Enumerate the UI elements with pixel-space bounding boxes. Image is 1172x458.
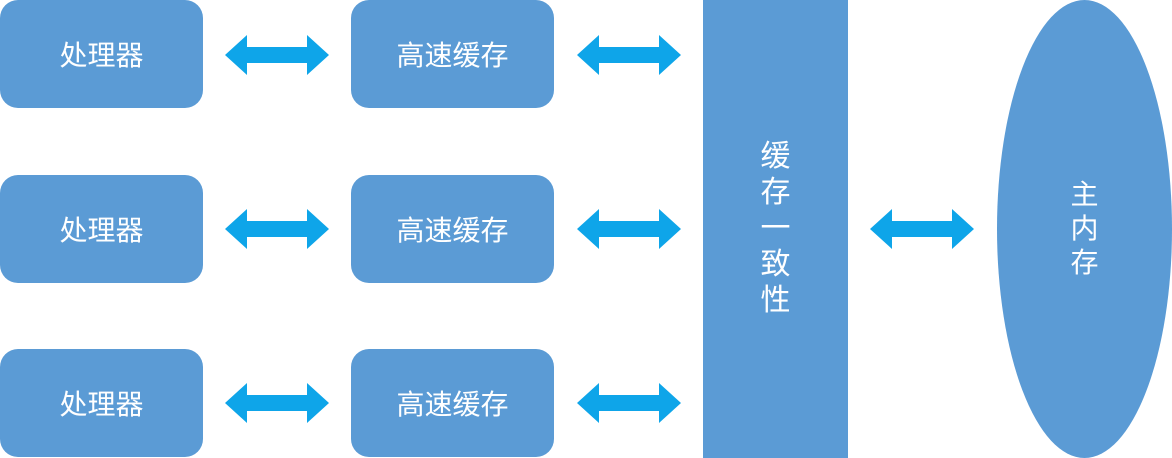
double-arrow-icon <box>225 209 329 249</box>
processor-label-1: 处理器 <box>59 39 144 72</box>
cache-label-2: 高速缓存 <box>396 214 509 247</box>
processor-label-3: 处理器 <box>59 388 144 421</box>
cache-coherence-label: 缓存一致性 <box>760 139 791 318</box>
cache-label-3: 高速缓存 <box>396 388 509 421</box>
double-arrow-icon <box>225 383 329 423</box>
cache-box-1: 高速缓存 <box>351 0 554 108</box>
double-arrow-icon <box>577 209 681 249</box>
processor-box-2: 处理器 <box>0 175 203 283</box>
processor-label-2: 处理器 <box>59 214 144 247</box>
double-arrow-icon <box>577 383 681 423</box>
main-memory-label: 主内存 <box>1070 178 1099 279</box>
cache-box-2: 高速缓存 <box>351 175 554 283</box>
processor-box-1: 处理器 <box>0 0 203 108</box>
main-memory-ellipse: 主内存 <box>997 0 1172 458</box>
double-arrow-icon <box>577 35 681 75</box>
cache-label-1: 高速缓存 <box>396 39 509 72</box>
processor-box-3: 处理器 <box>0 349 203 457</box>
double-arrow-icon <box>225 35 329 75</box>
double-arrow-icon <box>870 209 974 249</box>
cache-coherence-bar: 缓存一致性 <box>703 0 848 458</box>
cache-box-3: 高速缓存 <box>351 349 554 457</box>
